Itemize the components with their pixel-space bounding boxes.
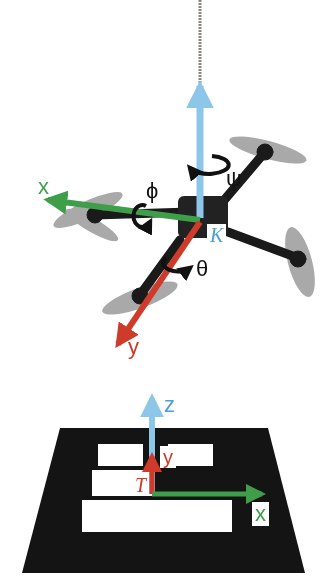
target-y-axis — [150, 456, 155, 494]
yaw-symbol: ψ — [226, 168, 242, 190]
label-text: K — [210, 224, 223, 246]
label-text: y — [128, 334, 139, 359]
yaw-rotation-arrow — [190, 156, 229, 174]
axis-label: x — [252, 502, 269, 526]
label-text: T — [135, 474, 146, 496]
label-text: ψ — [226, 166, 242, 191]
body-x-axis — [48, 200, 200, 220]
pitch-rotation-arrow — [163, 258, 190, 271]
target-x-axis — [152, 492, 262, 497]
label-text: y — [163, 446, 173, 468]
tether-line — [199, 0, 202, 95]
frame-label: K — [207, 224, 226, 246]
axis-label: z — [164, 394, 175, 416]
frame-label: T — [132, 474, 149, 496]
marker-pattern — [82, 444, 232, 532]
roll-symbol: ϕ — [146, 180, 158, 202]
label-text: ϕ — [146, 178, 158, 203]
propellers — [50, 131, 321, 321]
body-z-axis — [197, 86, 204, 218]
axis-label: x — [38, 176, 49, 198]
target-z-axis — [149, 398, 155, 494]
label-text: θ — [196, 256, 208, 281]
label-text: x — [38, 174, 49, 199]
label-text: x — [255, 501, 266, 526]
fiducial-marker — [22, 428, 305, 573]
body-y-axis — [118, 222, 200, 344]
roll-rotation-arrow — [133, 205, 150, 227]
pitch-symbol: θ — [196, 258, 208, 280]
label-text: z — [164, 392, 175, 417]
axis-label: y — [160, 446, 176, 468]
axis-label: y — [128, 336, 139, 358]
